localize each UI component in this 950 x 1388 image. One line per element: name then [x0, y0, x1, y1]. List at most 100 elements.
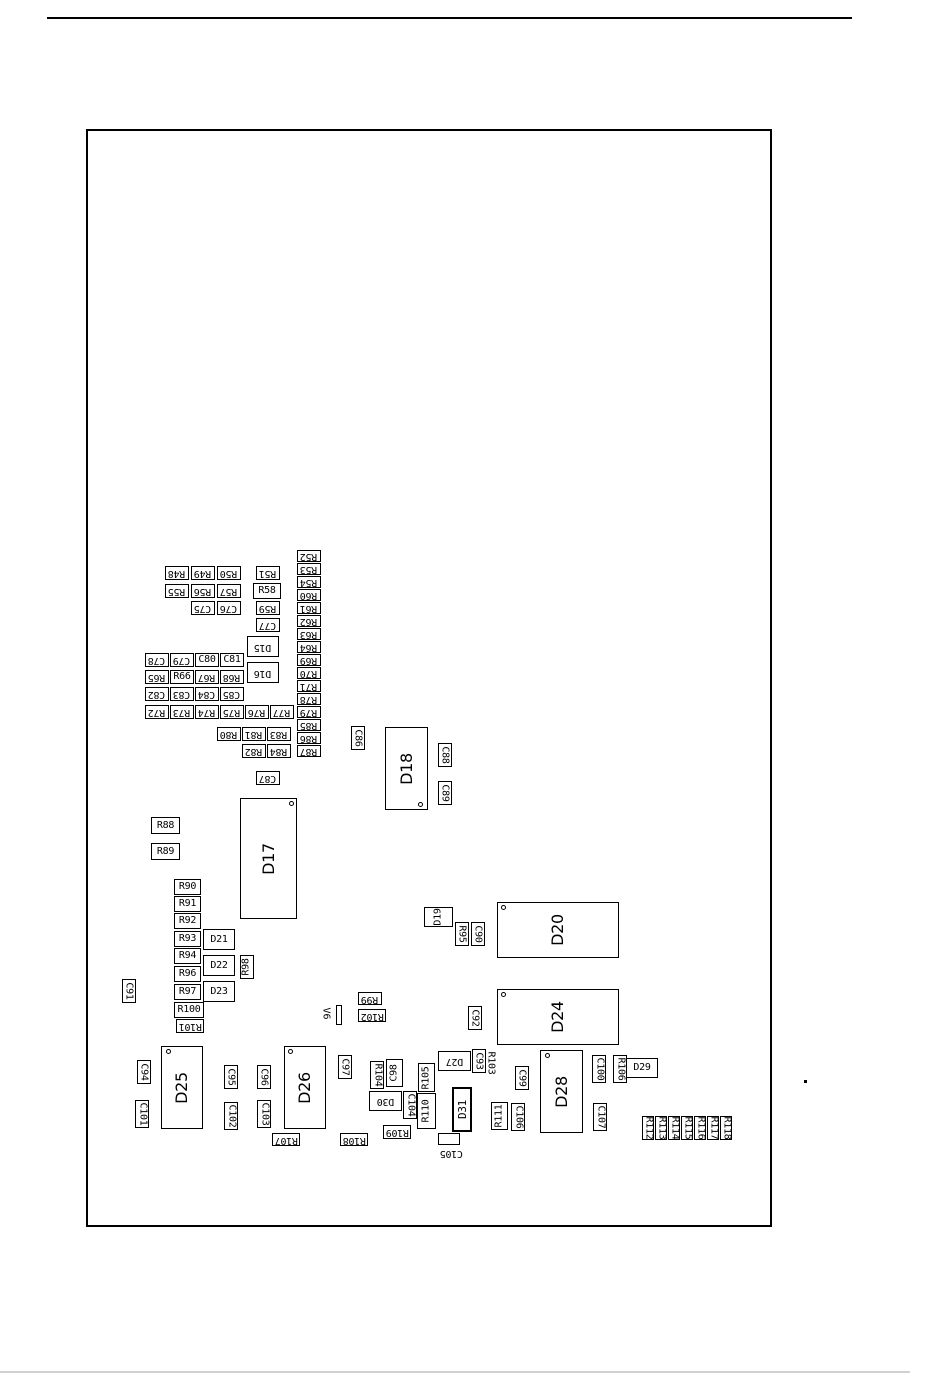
resistor-r55-label: R55: [168, 586, 186, 597]
capacitor-c75: C75: [191, 601, 215, 615]
resistor-r70-label: R70: [300, 668, 318, 679]
capacitor-c100: C100: [592, 1055, 606, 1083]
resistor-r101: R101: [176, 1019, 204, 1033]
capacitor-c99-label: C99: [517, 1069, 529, 1087]
resistor-r52: R52: [297, 550, 321, 562]
resistor-r86-label: R86: [300, 733, 318, 744]
resistor-r83: R83: [267, 727, 291, 741]
resistor-r60: R60: [297, 589, 321, 601]
resistor-r74: R74: [195, 705, 219, 719]
resistor-r87-label: R87: [300, 746, 318, 757]
resistor-r57-label: R57: [220, 586, 238, 597]
capacitor-c102: C102: [224, 1102, 238, 1130]
resistor-r68-label: R68: [223, 672, 241, 683]
resistor-r75-label: R75: [223, 707, 241, 718]
capacitor-c80-label: C80: [198, 654, 216, 665]
ic-d20-label: D20: [548, 914, 567, 946]
resistor-r69: R69: [297, 654, 321, 666]
resistor-r78: R78: [297, 693, 321, 705]
resistor-r60-label: R60: [300, 590, 318, 601]
resistor-r108: R108: [340, 1133, 368, 1146]
resistor-r100: R100: [174, 1002, 204, 1018]
resistor-r51: R51: [256, 566, 280, 580]
diode-d16-label: D16: [254, 667, 272, 679]
diode-d21-label: D21: [210, 933, 228, 945]
resistor-r116-label: R116: [695, 1116, 707, 1140]
diode-d15: D15: [247, 636, 279, 657]
resistor-r89-label: R89: [156, 845, 175, 857]
resistor-r71: R71: [297, 680, 321, 692]
ic-d20: D20: [497, 902, 619, 958]
resistor-r73: R73: [170, 705, 194, 719]
capacitor-c78-label: C78: [148, 655, 166, 666]
resistor-r72-label: R72: [148, 707, 166, 718]
resistor-r97: R97: [174, 984, 201, 1000]
capacitor-c99: C99: [515, 1066, 529, 1090]
resistor-r107-label: R107: [274, 1134, 298, 1146]
capacitor-c85-label: C85: [223, 689, 241, 700]
resistor-r86: R86: [297, 732, 321, 744]
capacitor-c86-label: C86: [353, 729, 365, 747]
resistor-r110-label: R110: [420, 1099, 432, 1123]
resistor-r53-label: R53: [300, 564, 318, 575]
pin1-marker: [289, 801, 294, 806]
resistor-r115-label: R115: [682, 1116, 694, 1140]
resistor-r94-label: R94: [178, 950, 197, 961]
resistor-r51-label: R51: [259, 568, 277, 579]
capacitor-c77-label: C77: [259, 620, 277, 631]
resistor-r90: R90: [174, 879, 201, 895]
resistor-r74-label: R74: [198, 707, 216, 718]
capacitor-c83: C83: [170, 687, 194, 701]
capacitor-c105-label: C105: [439, 1147, 463, 1159]
capacitor-c82: C82: [145, 687, 169, 701]
ic-d31: D31: [452, 1087, 472, 1132]
resistor-r88: R88: [151, 817, 180, 834]
pin1-marker: [288, 1049, 293, 1054]
stray-dot: [804, 1080, 807, 1083]
resistor-r94: R94: [174, 948, 201, 964]
capacitor-c102-label: C102: [226, 1104, 238, 1128]
resistor-r65-label: R65: [148, 672, 166, 683]
resistor-r91: R91: [174, 896, 201, 912]
resistor-r105-label: R105: [420, 1066, 432, 1089]
resistor-r59: R59: [256, 601, 280, 615]
resistor-r106: R106: [613, 1055, 627, 1083]
resistor-r95: R95: [455, 922, 469, 946]
resistor-r115: R115: [681, 1116, 693, 1140]
capacitor-c104-label: C104: [405, 1093, 417, 1117]
resistor-r114-label: R114: [669, 1116, 681, 1140]
resistor-r76-label: R76: [248, 707, 266, 718]
resistor-r109-label: R109: [385, 1127, 409, 1138]
resistor-r105: R105: [418, 1063, 435, 1092]
resistor-r56-label: R56: [194, 586, 212, 597]
resistor-r91-label: R91: [178, 898, 197, 909]
capacitor-c77: C77: [256, 618, 280, 632]
resistor-r62: R62: [297, 615, 321, 627]
resistor-r52-label: R52: [300, 551, 318, 562]
ic-d17: D17: [240, 798, 297, 919]
ic-d24: D24: [497, 989, 619, 1045]
capacitor-c83-label: C83: [173, 689, 191, 700]
pin1-marker: [545, 1053, 550, 1058]
diode-d15-label: D15: [254, 641, 272, 653]
resistor-r81-label: R81: [245, 729, 263, 740]
resistor-r107: R107: [272, 1133, 300, 1146]
ic-d18-label: D18: [396, 752, 416, 785]
resistor-r58: R58: [253, 583, 281, 599]
resistor-r48: R48: [165, 566, 189, 580]
ic-d28: D28: [540, 1050, 583, 1133]
resistor-r89: R89: [151, 843, 180, 860]
diode-d30-label: D30: [376, 1096, 395, 1107]
resistor-r66-label: R66: [173, 671, 191, 682]
bottom-rule: [0, 1371, 910, 1373]
resistor-r88-label: R88: [156, 819, 175, 831]
resistor-r87: R87: [297, 745, 321, 757]
capacitor-c98: C98: [386, 1059, 403, 1087]
capacitor-c103-label: C103: [259, 1102, 271, 1126]
resistor-r93-label: R93: [178, 933, 197, 944]
resistor-r90-label: R90: [178, 881, 197, 892]
resistor-r63-label: R63: [300, 629, 318, 640]
ic-d18: D18: [385, 727, 428, 810]
capacitor-c97: C97: [338, 1055, 352, 1079]
capacitor-c105: C105: [437, 1146, 465, 1159]
